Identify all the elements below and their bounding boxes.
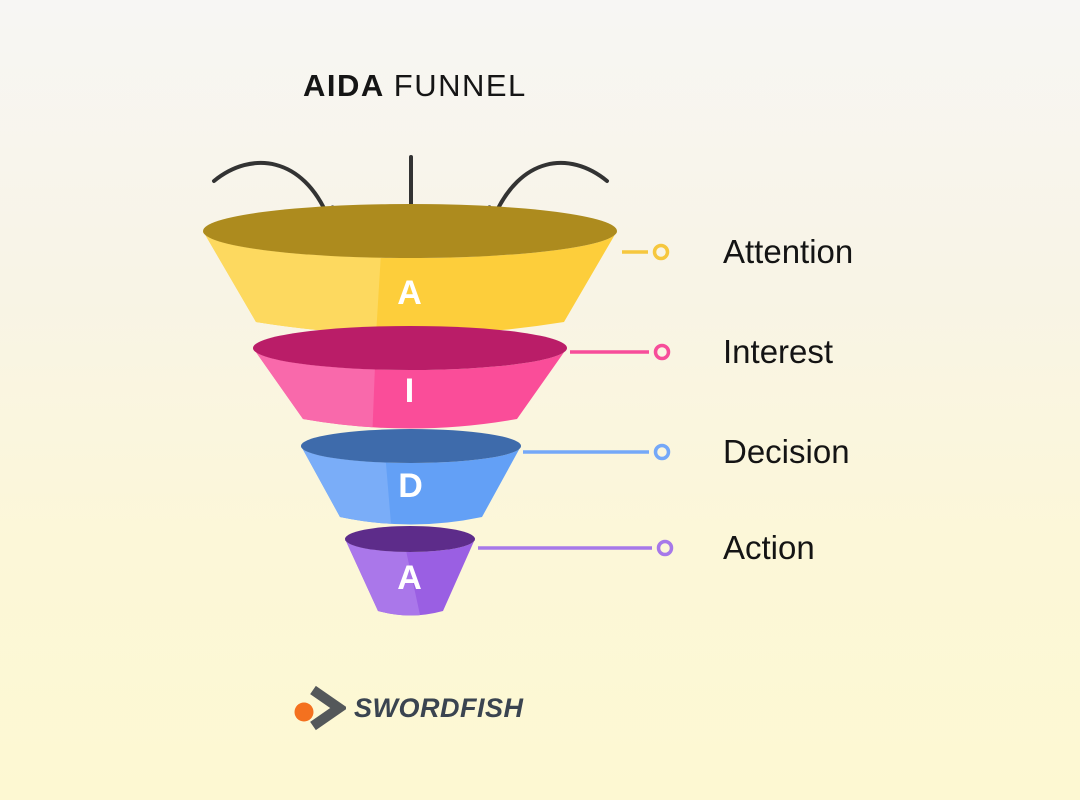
arrow-right-icon <box>487 160 609 224</box>
funnel-stage-attention: A <box>203 204 617 335</box>
funnel-stage-action: A <box>345 526 475 616</box>
stage-interest-letter: I <box>405 372 415 410</box>
stage-decision-letter: D <box>398 467 424 505</box>
stage-attention-letter: A <box>397 274 423 312</box>
orange-dot-icon <box>294 702 314 722</box>
title-regular-part: FUNNEL <box>393 68 527 103</box>
label-action: Action <box>723 529 815 566</box>
connector-interest-dot <box>653 343 671 361</box>
label-attention: Attention <box>723 233 854 270</box>
swordfish-logo-icon <box>294 685 346 731</box>
swordfish-logo-text: SWORDFISH <box>354 692 524 723</box>
connector-action-dot <box>656 539 674 557</box>
title-bold-part: AIDA <box>303 68 385 103</box>
swordfish-logo: SWORDFISH <box>294 684 524 732</box>
stage-decision-top <box>301 429 521 463</box>
connector-attention-dot <box>652 243 670 261</box>
connector-decision-dot <box>653 443 671 461</box>
arrow-left-icon <box>212 160 335 224</box>
funnel-stage-interest: I <box>253 326 567 429</box>
stage-interest-top <box>253 326 567 370</box>
connectors-group <box>478 243 674 557</box>
chevron-right-icon <box>310 685 346 731</box>
label-decision: Decision <box>723 433 850 470</box>
stage-action-top <box>345 526 475 552</box>
label-interest: Interest <box>723 333 834 370</box>
stage-action-letter: A <box>397 559 423 597</box>
funnel-stage-decision: D <box>301 429 521 525</box>
stage-attention-top <box>203 204 617 258</box>
